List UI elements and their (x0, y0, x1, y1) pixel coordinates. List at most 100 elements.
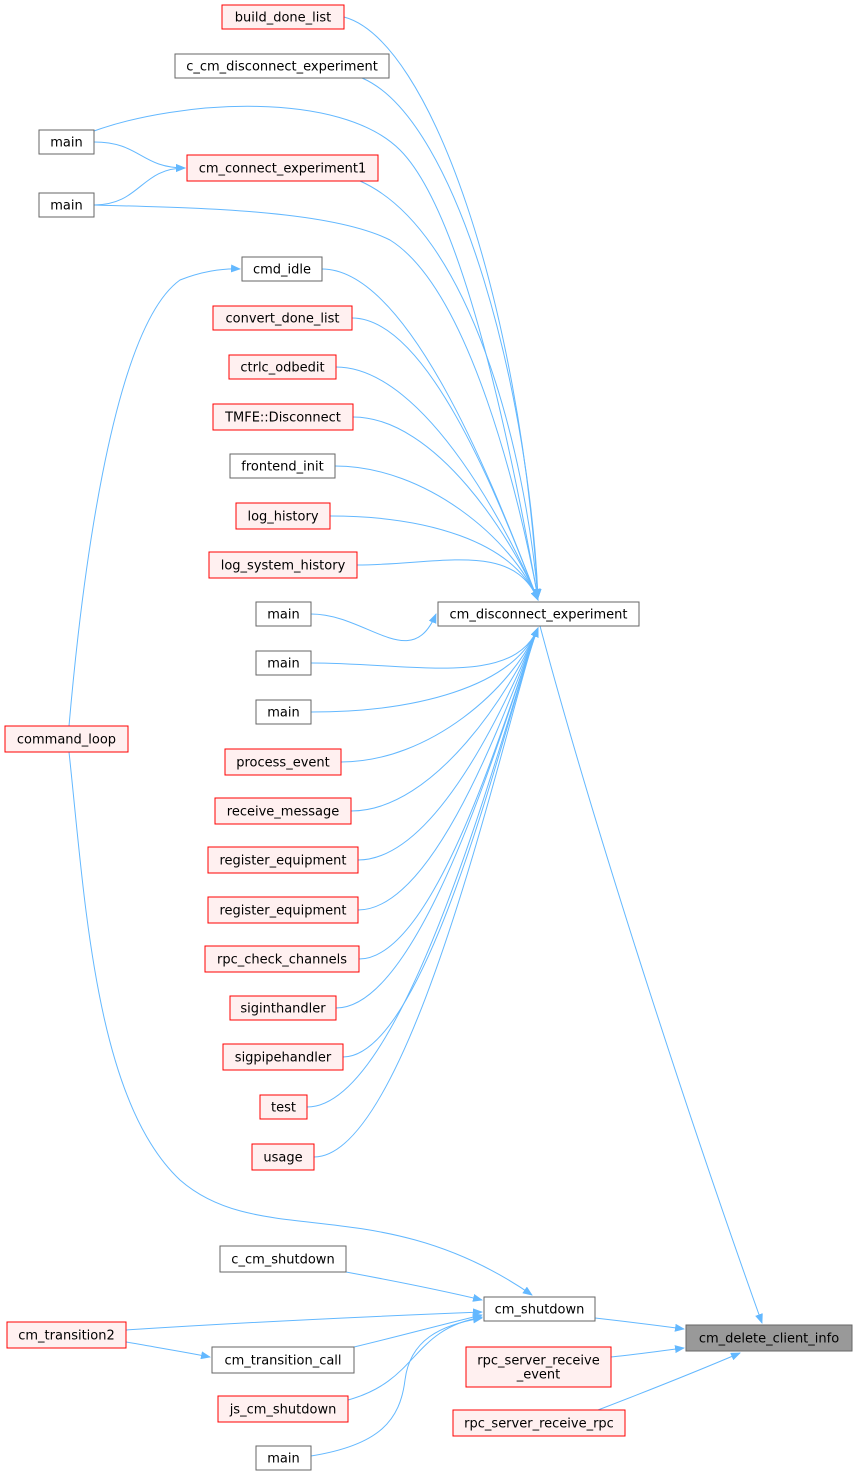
node-label-convert-done-list: convert_done_list (225, 312, 339, 327)
node-box-rpc-server-receive-rpc[interactable] (452, 1409, 626, 1437)
node-label-rpc-server-receive-event-line-1: rpc_server_receive (477, 1354, 599, 1369)
edge-command-loop-to-cmd-idle (68, 264, 241, 727)
node-log-system-history[interactable]: log_system_history (208, 551, 358, 579)
node-label-tmfe-disconnect: TMFE::Disconnect (224, 411, 341, 426)
node-label-main-f: main (267, 1452, 299, 1467)
node-box-log-system-history[interactable] (208, 551, 358, 579)
node-box-test[interactable] (259, 1094, 308, 1120)
node-cm-disconnect-experiment[interactable]: cm_disconnect_experiment (437, 601, 640, 627)
node-box-rpc-server-receive-event[interactable] (465, 1346, 612, 1388)
node-label-receive-message: receive_message (227, 805, 339, 820)
node-convert-done-list[interactable]: convert_done_list (212, 305, 353, 331)
node-tmfe-disconnect[interactable]: TMFE::Disconnect (212, 403, 354, 431)
edge-c-cm-shutdown-to-cm-shutdown (345, 1271, 483, 1302)
node-box-siginthandler[interactable] (229, 995, 337, 1021)
edge-main-d-to-cm-disconnect-experiment (310, 627, 539, 669)
node-box-sigpipehandler[interactable] (222, 1043, 344, 1071)
node-box-cm-transition-call[interactable] (211, 1346, 355, 1374)
node-cm-connect-experiment1[interactable]: cm_connect_experiment1 (186, 154, 379, 182)
node-label-cmd-idle: cmd_idle (253, 263, 311, 278)
node-js-cm-shutdown[interactable]: js_cm_shutdown (217, 1395, 349, 1423)
node-c-cm-shutdown[interactable]: c_cm_shutdown (219, 1245, 347, 1273)
node-label-cm-shutdown: cm_shutdown (495, 1303, 585, 1318)
node-sigpipehandler[interactable]: sigpipehandler (222, 1043, 344, 1071)
node-label-rpc-server-receive-rpc: rpc_server_receive_rpc (464, 1417, 614, 1432)
node-label-rpc-check-channels: rpc_check_channels (217, 953, 347, 968)
node-box-log-history[interactable] (235, 502, 331, 530)
node-label-main-b: main (50, 199, 82, 214)
edge-process-event-to-cm-disconnect-experiment (340, 627, 539, 763)
node-cmd-idle[interactable]: cmd_idle (241, 256, 323, 282)
node-box-cmd-idle[interactable] (241, 256, 323, 282)
node-c-cm-disconnect-experiment[interactable]: c_cm_disconnect_experiment (174, 53, 390, 79)
node-main-e[interactable]: main (255, 699, 312, 725)
node-box-cm-delete-client-info[interactable] (685, 1324, 853, 1352)
node-box-main-c[interactable] (255, 601, 312, 627)
node-box-cm-disconnect-experiment[interactable] (437, 601, 640, 627)
node-label-log-history: log_history (247, 510, 318, 525)
node-main-b[interactable]: main (38, 192, 95, 218)
node-box-convert-done-list[interactable] (212, 305, 353, 331)
edge-ctrlc-odbedit-to-cm-disconnect-experiment (335, 366, 539, 601)
node-frontend-init[interactable]: frontend_init (229, 453, 336, 479)
node-box-c-cm-disconnect-experiment[interactable] (174, 53, 390, 79)
node-cm-transition2[interactable]: cm_transition2 (6, 1321, 127, 1349)
node-main-c[interactable]: main (255, 601, 312, 627)
node-label-main-e: main (267, 706, 299, 721)
node-siginthandler[interactable]: siginthandler (229, 995, 337, 1021)
node-box-process-event[interactable] (224, 748, 342, 776)
edge-test-to-cm-disconnect-experiment (306, 627, 539, 1108)
node-label-register-equipment-b: register_equipment (220, 904, 347, 919)
nodes-layer: build_done_list c_cm_disconnect_experimen… (4, 4, 853, 1471)
node-cm-delete-client-info[interactable]: cm_delete_client_info (685, 1324, 853, 1352)
edge-siginthandler-to-cm-disconnect-experiment (335, 627, 539, 1009)
edge-main-a-to-cm-connect-experiment1 (93, 141, 186, 172)
node-usage[interactable]: usage (251, 1143, 315, 1171)
node-box-command-loop[interactable] (4, 725, 129, 753)
node-box-main-a[interactable] (38, 129, 95, 155)
node-rpc-server-receive-rpc[interactable]: rpc_server_receive_rpc (452, 1409, 626, 1437)
node-box-build-done-list[interactable] (221, 4, 345, 30)
node-command-loop[interactable]: command_loop (4, 725, 129, 753)
node-box-cm-connect-experiment1[interactable] (186, 154, 379, 182)
node-label-usage: usage (263, 1151, 302, 1166)
node-box-frontend-init[interactable] (229, 453, 336, 479)
node-cm-shutdown[interactable]: cm_shutdown (483, 1296, 596, 1322)
node-box-main-b[interactable] (38, 192, 95, 218)
node-box-cm-transition2[interactable] (6, 1321, 127, 1349)
edge-js-cm-shutdown-to-cm-shutdown (347, 1314, 483, 1401)
node-box-tmfe-disconnect[interactable] (212, 403, 354, 431)
node-box-main-e[interactable] (255, 699, 312, 725)
node-box-main-d[interactable] (255, 650, 312, 676)
node-ctrlc-odbedit[interactable]: ctrlc_odbedit (228, 354, 337, 380)
node-test[interactable]: test (259, 1094, 308, 1120)
edge-c-cm-disconnect-experiment-to-cm-disconnect-experiment (361, 77, 542, 599)
node-box-receive-message[interactable] (214, 797, 352, 825)
edge-frontend-init-to-cm-disconnect-experiment (334, 465, 539, 601)
edge-rpc-server-receive-event-to-cm-delete-client-info (610, 1345, 685, 1358)
node-box-register-equipment-a[interactable] (207, 846, 359, 874)
node-main-d[interactable]: main (255, 650, 312, 676)
node-box-usage[interactable] (251, 1143, 315, 1171)
node-box-register-equipment-b[interactable] (207, 896, 359, 924)
node-box-ctrlc-odbedit[interactable] (228, 354, 337, 380)
node-register-equipment-a[interactable]: register_equipment (207, 846, 359, 874)
node-main-f[interactable]: main (255, 1445, 312, 1471)
node-box-js-cm-shutdown[interactable] (217, 1395, 349, 1423)
edges-layer (68, 16, 763, 1457)
node-label-c-cm-shutdown: c_cm_shutdown (231, 1253, 334, 1268)
node-rpc-server-receive-event[interactable]: rpc_server_receive_event (465, 1346, 612, 1388)
node-box-rpc-check-channels[interactable] (204, 945, 360, 973)
node-box-c-cm-shutdown[interactable] (219, 1245, 347, 1273)
node-log-history[interactable]: log_history (235, 502, 331, 530)
node-rpc-check-channels[interactable]: rpc_check_channels (204, 945, 360, 973)
node-box-cm-shutdown[interactable] (483, 1296, 596, 1322)
edge-tmfe-disconnect-to-cm-disconnect-experiment (352, 416, 539, 601)
node-box-main-f[interactable] (255, 1445, 312, 1471)
node-cm-transition-call[interactable]: cm_transition_call (211, 1346, 355, 1374)
node-build-done-list[interactable]: build_done_list (221, 4, 345, 30)
node-register-equipment-b[interactable]: register_equipment (207, 896, 359, 924)
node-main-a[interactable]: main (38, 129, 95, 155)
node-process-event[interactable]: process_event (224, 748, 342, 776)
node-receive-message[interactable]: receive_message (214, 797, 352, 825)
